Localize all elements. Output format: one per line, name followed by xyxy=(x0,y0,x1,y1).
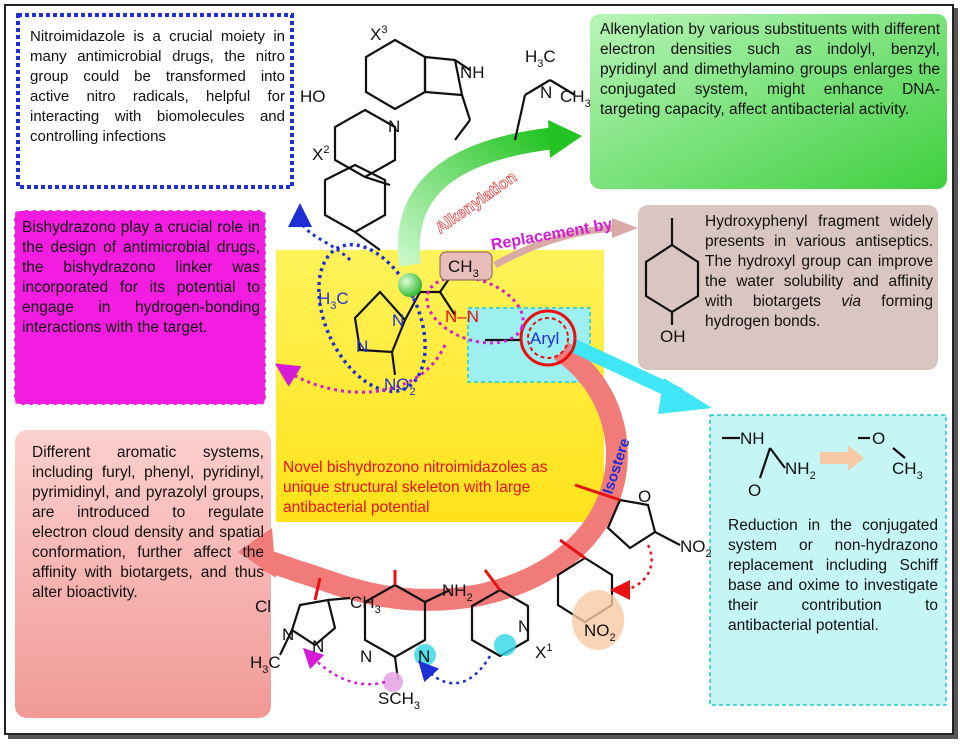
aryl-ring-outer xyxy=(519,309,577,367)
pyridine-n-label: N xyxy=(518,617,530,636)
urea-nh2-label: NH2 xyxy=(785,459,816,482)
urea-nh-label: NH xyxy=(740,429,765,448)
pyrimidine-s-highlight xyxy=(383,672,403,692)
ho-label: HO xyxy=(300,87,326,106)
alkenylation-arrowhead xyxy=(548,120,582,158)
pyrazole-cl-label: Cl xyxy=(255,597,271,616)
hydroxyphenyl-box xyxy=(638,205,938,370)
h3c-label: H3C xyxy=(525,47,556,70)
hydroxyphenyl-text-via: via xyxy=(841,293,862,310)
isostere-label: Isostere xyxy=(600,436,634,496)
bishydrazono-text: Bishydrazono play a crucial role in the … xyxy=(22,219,260,336)
imidazole-n3-label: N xyxy=(356,337,368,356)
nitroimidazole-ellipse xyxy=(317,242,427,394)
pyridine-n-highlight xyxy=(494,634,516,656)
pyrazole-h3c-label: H3C xyxy=(250,653,281,676)
isostere-arrow xyxy=(261,340,628,611)
pyrimidine-n-highlight xyxy=(414,644,436,666)
replacement-arrow xyxy=(493,224,616,269)
hydroxyphenyl-text-main: Hydroxyphenyl fragment widely presents i… xyxy=(705,213,933,310)
upper-structures xyxy=(323,38,576,251)
x2-label: X2 xyxy=(312,144,329,164)
hydroxy-oh-label: OH xyxy=(660,327,686,346)
reduction-arrow xyxy=(569,338,683,402)
reduction-arrowhead xyxy=(658,378,712,414)
pyrazole-n1-label: N xyxy=(282,625,294,644)
aryl-ring-inner xyxy=(527,317,569,359)
ether-ch3-label: CH3 xyxy=(892,459,923,482)
aryl-label: Aryl xyxy=(530,329,559,348)
imidazole-n1-label: N xyxy=(392,311,404,330)
phenyl-no2-label: NO2 xyxy=(584,621,616,644)
bishydrazono-ellipse xyxy=(425,275,525,345)
nitroimidazole-text: Nitroimidazole is a crucial moiety in ma… xyxy=(30,28,285,145)
hydroxyphenyl-text: Hydroxyphenyl fragment widely presents i… xyxy=(705,212,933,332)
x3-label: X3 xyxy=(370,24,387,44)
furan-o-label: O xyxy=(638,487,651,506)
pyrimidine-n2-label: N xyxy=(360,647,372,666)
dimethyl-n-label: N xyxy=(540,83,552,102)
nitroimidazole-box xyxy=(16,13,294,189)
linker-ball xyxy=(398,273,422,297)
pyridine-to-pyrimidine-arrow xyxy=(418,655,492,685)
nitro-highlight xyxy=(572,590,624,650)
replacement-label: Replacement by xyxy=(490,216,614,254)
urea-o-label: O xyxy=(748,481,761,500)
pyridinone-n-label: N xyxy=(388,117,400,136)
pyrimidine-nh2-label: NH2 xyxy=(442,581,473,604)
methyl-box xyxy=(439,251,493,281)
ether-o-label: O xyxy=(872,429,885,448)
aromatic-box xyxy=(15,430,271,718)
reduction-text: Reduction in the conjugated system or no… xyxy=(728,517,938,634)
imidazole-no2-label: NO2 xyxy=(384,375,416,398)
pyridine-x1-label: X1 xyxy=(535,642,552,662)
isostere-connectors xyxy=(313,483,621,601)
ch3-label: CH3 xyxy=(560,87,591,110)
methyl-box-label: CH3 xyxy=(448,257,479,280)
alkenylation-arrow xyxy=(397,127,557,267)
core-caption: Novel bishydrozono nitroimidazoles as un… xyxy=(283,459,548,516)
pyrazole-n2-label: N xyxy=(312,637,324,656)
core-highlight xyxy=(276,250,604,522)
furan-to-phenyl-arrow xyxy=(610,544,653,600)
magenta-dotted-arrow xyxy=(274,344,447,394)
pyrimidine-to-pyrazole-arrow xyxy=(302,647,386,686)
pyrazole-ch3-label: CH3 xyxy=(350,593,381,616)
urea-structure xyxy=(722,436,906,479)
alkenylation-box xyxy=(590,14,947,189)
furan-no2-label: NO2 xyxy=(680,537,712,560)
pyrimidine-sch3-label: SCH3 xyxy=(378,689,420,712)
pyrimidine-n1-label: N xyxy=(418,647,430,666)
urea-to-ether-arrow xyxy=(820,445,864,471)
replacement-arrowhead xyxy=(612,218,638,238)
bishydrazono-box xyxy=(13,209,267,406)
azo-label: N–N xyxy=(445,307,479,326)
hydroxyphenyl-text-end: forming hydrogen bonds. xyxy=(705,293,933,330)
isostere-arrowhead xyxy=(238,528,276,578)
aromatic-text: Different aromatic systems, including fu… xyxy=(32,444,264,601)
nh-label: NH xyxy=(460,63,485,82)
alkenylation-text: Alkenylation by various substituents wit… xyxy=(600,21,940,118)
imidazole-h3c-label: H3C xyxy=(318,289,349,312)
hydroxyphenyl-structure xyxy=(644,218,700,325)
blue-dotted-arrow xyxy=(288,203,352,262)
